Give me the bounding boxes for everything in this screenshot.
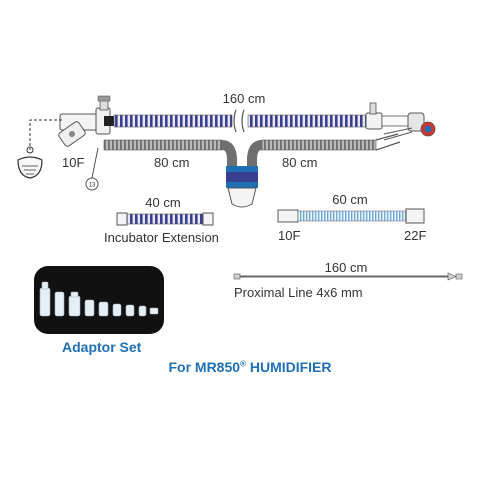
incubator-extension-tube xyxy=(126,213,204,225)
extension-60cm: 60 cm 10F 22F xyxy=(277,192,426,243)
incubator-extension-end-left xyxy=(116,212,128,226)
probe-callout xyxy=(17,119,99,191)
lower-left-length-label: 80 cm xyxy=(154,155,189,170)
top-tube-left-segment xyxy=(113,114,233,128)
footer-title-prefix: For MR850 xyxy=(168,359,241,375)
extension-60-end-right xyxy=(405,208,425,224)
lower-tube-right xyxy=(261,139,377,151)
length-break-marks xyxy=(233,109,245,133)
extension-60-right-size: 22F xyxy=(404,228,426,243)
registered-mark: ® xyxy=(240,359,246,369)
water-trap-chamber xyxy=(221,140,263,208)
extension-60-end-left xyxy=(277,209,299,223)
left-connector-size-label: 10F xyxy=(62,155,84,170)
proximal-line-length: 160 cm xyxy=(325,260,368,275)
humidifier-end-connector xyxy=(365,102,436,141)
patient-wye-connector xyxy=(58,95,114,147)
proximal-line-end-left xyxy=(233,273,241,280)
adaptor-set-caption: Adaptor Set xyxy=(62,339,142,355)
incubator-extension-end-right xyxy=(202,212,214,226)
proximal-line-end-right xyxy=(447,272,463,281)
adaptor-set-photo xyxy=(34,266,164,334)
extension-60-length: 60 cm xyxy=(332,192,367,207)
callout-badge xyxy=(85,177,99,191)
footer-title-suffix: HUMIDIFIER xyxy=(245,359,332,375)
lower-right-length-label: 80 cm xyxy=(282,155,317,170)
proximal-line: 160 cm Proximal Line 4x6 mm xyxy=(233,260,463,300)
incubator-extension: 40 cm Incubator Extension xyxy=(104,195,219,245)
incubator-extension-label: Incubator Extension xyxy=(104,230,219,245)
top-length-label: 160 cm xyxy=(223,91,266,106)
callout-number: 13 xyxy=(89,183,96,189)
adaptor-pieces xyxy=(39,281,159,317)
proximal-line-label: Proximal Line 4x6 mm xyxy=(234,285,363,300)
lower-tube-left xyxy=(103,139,223,151)
footer-title: For MR850® HUMIDIFIER xyxy=(0,359,500,375)
main-circuit: 13 160 cm 10F 80 cm 80 cm xyxy=(17,91,436,208)
extension-60-tube xyxy=(297,210,407,222)
incubator-extension-length: 40 cm xyxy=(145,195,180,210)
extension-60-left-size: 10F xyxy=(278,228,300,243)
top-tube-right-segment xyxy=(247,114,367,128)
